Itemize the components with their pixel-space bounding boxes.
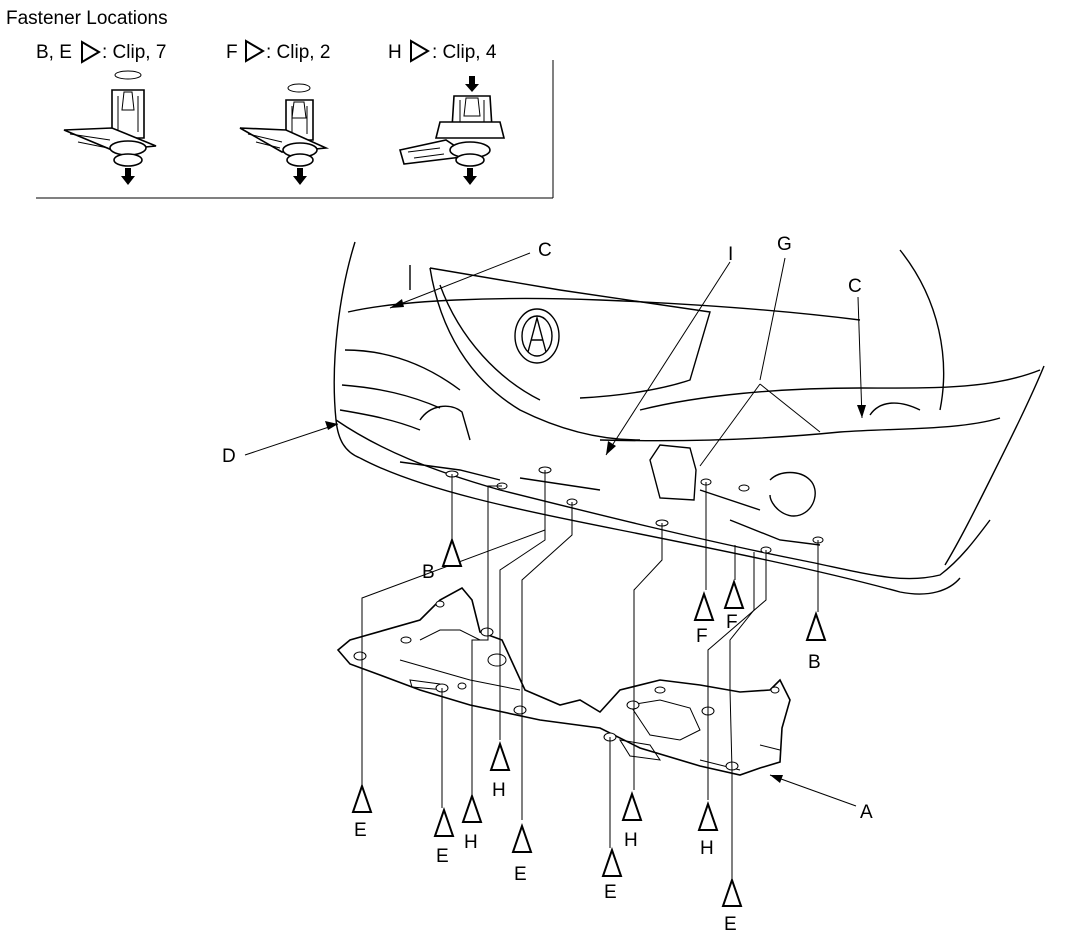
callout-d: D (222, 446, 236, 467)
vehicle-front-bumper (333, 241, 1045, 595)
clip-markers (351, 536, 827, 907)
clip-b-marker-icon (441, 536, 463, 567)
clip-illustration-h-icon (398, 76, 506, 185)
legend-desc-f: : Clip, 2 (266, 42, 330, 63)
clip-label-f: F (696, 626, 708, 647)
clip-label-h: H (624, 830, 638, 851)
clip-label-b: B (808, 652, 821, 673)
legend-letters-be: B, E (36, 42, 72, 63)
legend-desc-be: : Clip, 7 (102, 42, 166, 63)
clip-label-h: H (492, 780, 506, 801)
leader-lines (244, 252, 866, 878)
legend-letters-h: H (388, 42, 402, 63)
bumper-holes (445, 466, 824, 554)
clip-f-marker-icon (723, 578, 745, 609)
clip-e-marker-icon (511, 822, 533, 853)
clip-f-marker-icon (693, 590, 715, 621)
header-title: Fastener Locations (6, 8, 168, 29)
clip-h-marker-icon (461, 792, 483, 823)
clip-e-marker-icon (433, 806, 455, 837)
clip-e-marker-icon (601, 846, 623, 877)
callout-c-right: C (848, 276, 862, 297)
clip-e-marker-icon (721, 876, 743, 907)
callout-c-left: C (538, 240, 552, 261)
clip-label-b: B (422, 562, 435, 583)
triangle-marker-icon (410, 39, 430, 63)
legend-item-h: H : Clip, 4 (388, 39, 497, 63)
callout-i: I (728, 244, 733, 265)
clip-e-marker-icon (351, 782, 373, 813)
legend-item-f: F : Clip, 2 (226, 39, 330, 63)
clip-h-marker-icon (621, 790, 643, 821)
clip-illustration-f-icon (239, 83, 330, 185)
clip-h-marker-icon (697, 800, 719, 831)
callout-labels: C D I G C A B F F B E E H H E E H H E (222, 234, 873, 935)
clip-label-e: E (436, 846, 449, 867)
triangle-marker-icon (81, 40, 101, 64)
clip-h-marker-icon (489, 740, 511, 771)
triangle-marker-icon (245, 39, 265, 63)
clip-illustration-be-icon (63, 70, 157, 185)
legend-letters-f: F (226, 42, 238, 63)
legend-item-be: B, E : Clip, 7 (36, 40, 166, 64)
callout-g: G (777, 234, 792, 255)
clip-label-e: E (514, 864, 527, 885)
clip-label-f: F (726, 612, 738, 633)
clip-label-h: H (464, 832, 478, 853)
splash-shield-part-a (336, 586, 791, 776)
clip-b-marker-icon (805, 610, 827, 641)
callout-a: A (860, 802, 873, 823)
clip-label-h: H (700, 838, 714, 859)
clip-label-e: E (354, 820, 367, 841)
clip-label-e: E (604, 882, 617, 903)
brand-logo-icon (514, 308, 560, 364)
clip-label-e: E (724, 914, 737, 935)
legend-desc-h: : Clip, 4 (432, 42, 497, 63)
